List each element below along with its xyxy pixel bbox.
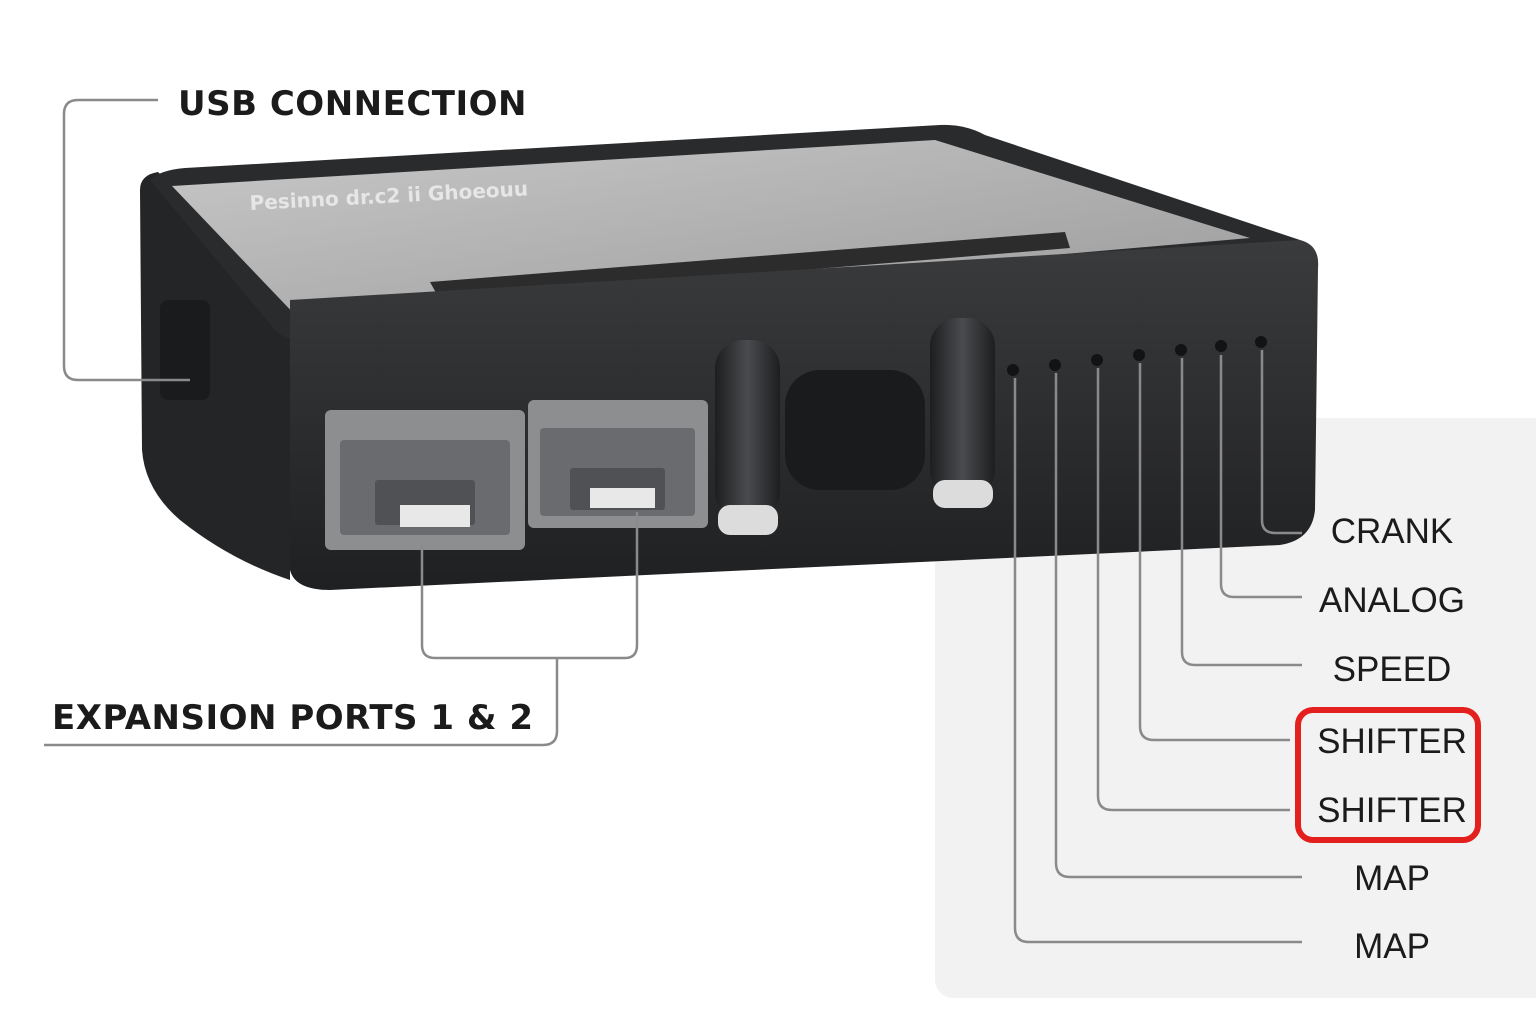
pin-label-shifter-2: SHIFTER [1317, 791, 1467, 830]
leader-line-shifter-1 [1138, 363, 1290, 742]
leader-line-crank [1260, 350, 1302, 535]
pin-holes [1007, 336, 1267, 376]
leader-line-map-2 [1013, 378, 1302, 944]
usb-connection-label: USB CONNECTION [178, 84, 527, 124]
antenna-left-icon [715, 340, 780, 535]
device-top-label [172, 140, 1250, 320]
pin-label-map-1: MAP [1354, 859, 1430, 898]
shifter-highlight-box [1295, 707, 1481, 843]
center-recess [785, 370, 925, 490]
expansion-leader-line [44, 512, 639, 747]
pin-label-shifter-1: SHIFTER [1317, 722, 1467, 761]
pin-label-analog: ANALOG [1319, 581, 1465, 620]
expansion-port-1-icon [325, 410, 525, 550]
pin-label-panel [935, 418, 1536, 998]
leader-line-speed [1180, 358, 1302, 667]
pin-label-map-2: MAP [1354, 927, 1430, 966]
usb-port-icon [160, 300, 210, 400]
leader-line-analog [1219, 355, 1302, 599]
pin-label-crank: CRANK [1330, 512, 1454, 551]
expansion-ports-label: EXPANSION PORTS 1 & 2 [52, 698, 534, 738]
pin-label-speed: SPEED [1332, 650, 1452, 689]
usb-leader-line [62, 98, 190, 382]
antenna-right-icon [930, 318, 995, 508]
leader-line-map-1 [1054, 373, 1302, 879]
leader-line-shifter-2 [1096, 368, 1290, 812]
expansion-port-2-icon [528, 400, 708, 528]
